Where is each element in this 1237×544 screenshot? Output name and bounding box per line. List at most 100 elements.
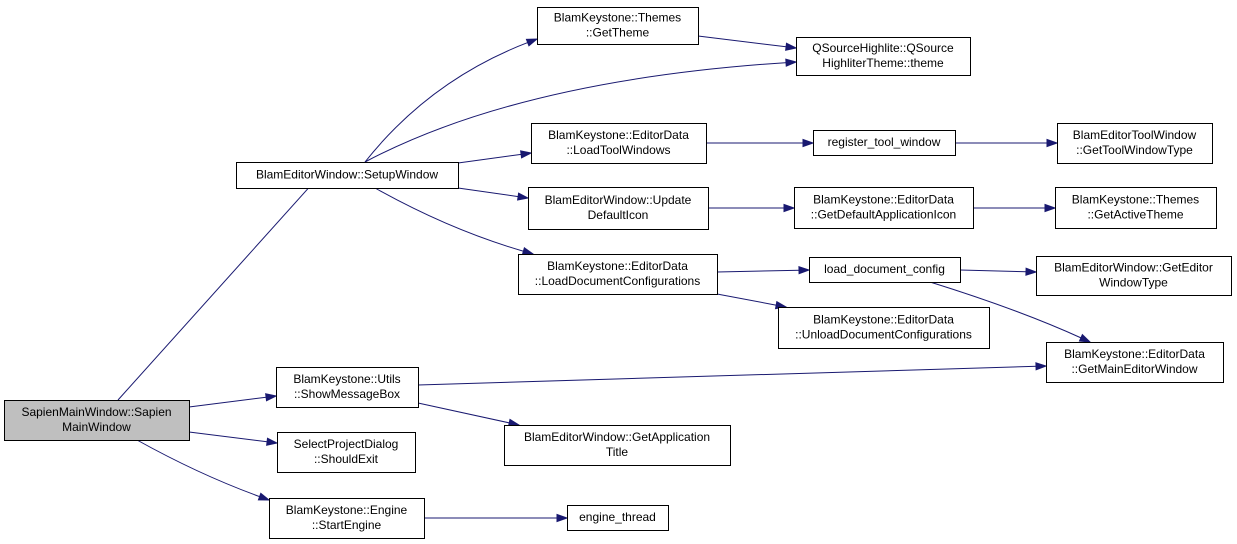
node-label-line: WindowType xyxy=(1099,276,1168,290)
node-label-line: BlamKeystone::EditorData xyxy=(547,259,688,273)
node-label-line: BlamKeystone::Themes xyxy=(554,11,681,25)
node-box xyxy=(4,400,190,441)
edge-line xyxy=(959,269,1028,273)
nodes-layer: SapienMainWindow::SapienMainWindowBlamEd… xyxy=(4,7,1232,539)
edge-showmsg-to-apptitle xyxy=(417,402,521,427)
arrowhead xyxy=(525,38,539,47)
node-box xyxy=(813,130,956,156)
node-label-line: ::StartEngine xyxy=(312,518,382,532)
node-box xyxy=(269,498,425,539)
node-enginethread[interactable]: engine_thread xyxy=(567,505,669,531)
arrowhead xyxy=(266,437,279,446)
arrowhead xyxy=(265,393,278,402)
edge-loaddocconfig-to-mainwin xyxy=(929,281,1092,343)
node-startengine[interactable]: BlamKeystone::Engine::StartEngine xyxy=(269,498,425,539)
edge-line xyxy=(417,402,511,424)
edge-setup-to-loadtool xyxy=(457,150,533,164)
edge-line xyxy=(457,187,520,198)
node-defappicon[interactable]: BlamKeystone::EditorData::GetDefaultAppl… xyxy=(794,187,974,229)
arrowhead xyxy=(257,492,271,501)
node-setup[interactable]: BlamEditorWindow::SetupWindow xyxy=(236,162,459,189)
edge-setup-to-themes_get xyxy=(364,38,539,163)
edge-sapien-to-startengine xyxy=(136,439,271,501)
node-label-line: ::ShouldExit xyxy=(314,452,379,466)
node-qsource[interactable]: QSourceHighlite::QSourceHighliterTheme::… xyxy=(796,37,971,76)
node-label-line: ::LoadDocumentConfigurations xyxy=(535,274,700,288)
node-loaddoc[interactable]: BlamKeystone::EditorData::LoadDocumentCo… xyxy=(518,254,718,295)
edge-line xyxy=(364,62,788,163)
arrowhead xyxy=(521,247,535,256)
node-sapien[interactable]: SapienMainWindow::SapienMainWindow xyxy=(4,400,190,441)
arrowhead xyxy=(785,58,798,67)
arrowhead xyxy=(1044,203,1057,213)
node-showmsg[interactable]: BlamKeystone::Utils::ShowMessageBox xyxy=(276,367,419,408)
node-label-line: ::GetActiveTheme xyxy=(1087,208,1183,222)
edge-line xyxy=(117,169,326,401)
edge-line xyxy=(716,293,778,306)
node-box xyxy=(567,505,669,531)
node-loadtool[interactable]: BlamKeystone::EditorData::LoadToolWindow… xyxy=(531,123,707,164)
node-box xyxy=(794,187,974,229)
node-box xyxy=(1055,187,1217,229)
node-label-line: MainWindow xyxy=(62,420,131,434)
node-shouldexit[interactable]: SelectProjectDialog::ShouldExit xyxy=(277,432,416,473)
node-label-line: QSourceHighlite::QSource xyxy=(812,41,954,55)
node-label-line: ::GetToolWindowType xyxy=(1076,143,1193,157)
edge-themes_get-to-qsource xyxy=(697,35,798,51)
node-box xyxy=(276,367,419,408)
node-unloaddoc[interactable]: BlamKeystone::EditorData::UnloadDocument… xyxy=(778,307,990,349)
node-activetheme[interactable]: BlamKeystone::Themes::GetActiveTheme xyxy=(1055,187,1217,229)
edge-setup-to-updateicon xyxy=(457,187,530,201)
edge-line xyxy=(188,396,268,408)
node-label-line: engine_thread xyxy=(579,510,656,524)
edge-loaddoc-to-loaddocconfig xyxy=(716,266,811,275)
edge-line xyxy=(374,187,525,252)
node-box xyxy=(537,7,699,45)
node-loaddocconfig[interactable]: load_document_config xyxy=(809,257,961,283)
node-label-line: SapienMainWindow::Sapien xyxy=(21,405,171,419)
node-label-line: BlamKeystone::EditorData xyxy=(813,313,954,327)
node-box xyxy=(1046,342,1224,383)
edge-setup-to-loaddoc xyxy=(374,187,535,256)
node-themes_get[interactable]: BlamKeystone::Themes::GetTheme xyxy=(537,7,699,45)
node-box xyxy=(528,187,709,230)
node-mainwin[interactable]: BlamKeystone::EditorData::GetMainEditorW… xyxy=(1046,342,1224,383)
node-box xyxy=(796,37,971,76)
node-label-line: BlamEditorWindow::GetEditor xyxy=(1054,261,1213,275)
edge-startengine-to-enginethread xyxy=(424,513,569,523)
edge-line xyxy=(364,41,529,163)
edge-sapien-to-setup xyxy=(117,161,333,401)
node-box xyxy=(504,425,731,466)
node-label-line: ::UnloadDocumentConfigurations xyxy=(795,328,972,342)
node-label-line: BlamKeystone::EditorData xyxy=(548,128,689,142)
arrowhead xyxy=(1035,362,1048,371)
edge-line xyxy=(136,439,261,498)
node-box xyxy=(531,123,707,164)
edge-setup-to-qsource xyxy=(364,58,798,163)
edge-defappicon-to-activetheme xyxy=(973,203,1057,213)
node-label-line: ::GetDefaultApplicationIcon xyxy=(811,208,956,222)
edge-updateicon-to-defappicon xyxy=(708,203,796,213)
arrowhead xyxy=(517,192,530,201)
edge-register-to-toolwintype xyxy=(955,138,1059,148)
node-register[interactable]: register_tool_window xyxy=(813,130,956,156)
edge-line xyxy=(716,269,801,273)
node-box xyxy=(778,307,990,349)
node-box xyxy=(809,257,961,283)
edge-loaddoc-to-unloaddoc xyxy=(716,293,788,310)
arrowhead xyxy=(556,513,569,523)
node-label-line: SelectProjectDialog xyxy=(294,437,399,451)
node-label-line: BlamEditorWindow::GetApplication xyxy=(524,430,710,444)
node-label-line: BlamEditorWindow::SetupWindow xyxy=(256,168,438,182)
node-label-line: DefaultIcon xyxy=(588,208,649,222)
edge-line xyxy=(457,153,523,164)
node-toolwintype[interactable]: BlamEditorToolWindow::GetToolWindowType xyxy=(1057,123,1213,164)
node-label-line: load_document_config xyxy=(824,262,945,276)
node-box xyxy=(518,254,718,295)
node-label-line: ::ShowMessageBox xyxy=(294,387,400,401)
node-box xyxy=(1036,256,1232,296)
